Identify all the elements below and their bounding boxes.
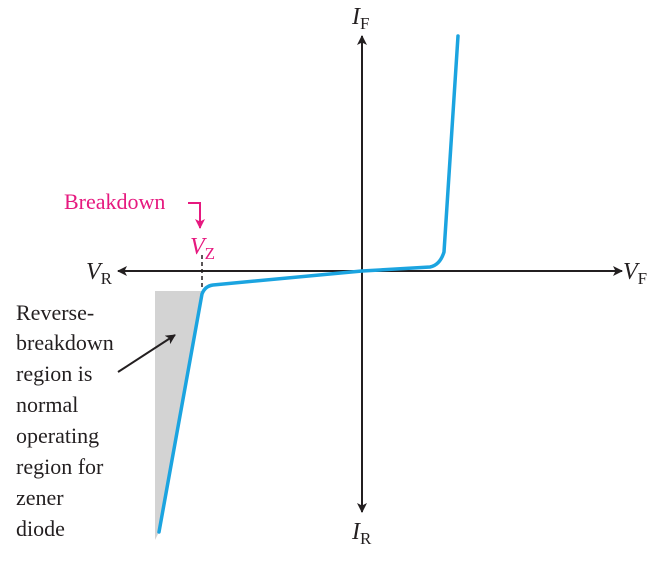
annotation-line: breakdown	[16, 330, 114, 355]
reverse-current-label: IR	[351, 519, 372, 548]
annotation-line: normal	[16, 392, 78, 417]
reverse-voltage-label: VR	[86, 259, 113, 288]
annotation-line: Reverse-	[16, 300, 94, 325]
annotation-line: region for	[16, 454, 104, 479]
zener-voltage-label: VZ	[190, 234, 215, 263]
annotation-arrow	[117, 334, 176, 373]
forward-voltage-label: VF	[623, 259, 647, 288]
forward-current-label: IF	[351, 4, 369, 33]
annotation-line: zener	[16, 485, 64, 510]
annotation-text: Reverse- breakdown region is normal oper…	[16, 300, 114, 541]
annotation-line: operating	[16, 423, 99, 448]
diode-characteristic-curve	[157, 34, 460, 534]
breakdown-pointer-arrow	[188, 202, 205, 229]
breakdown-label: Breakdown	[64, 189, 165, 214]
annotation-line: region is	[16, 361, 92, 386]
annotation-line: diode	[16, 516, 65, 541]
